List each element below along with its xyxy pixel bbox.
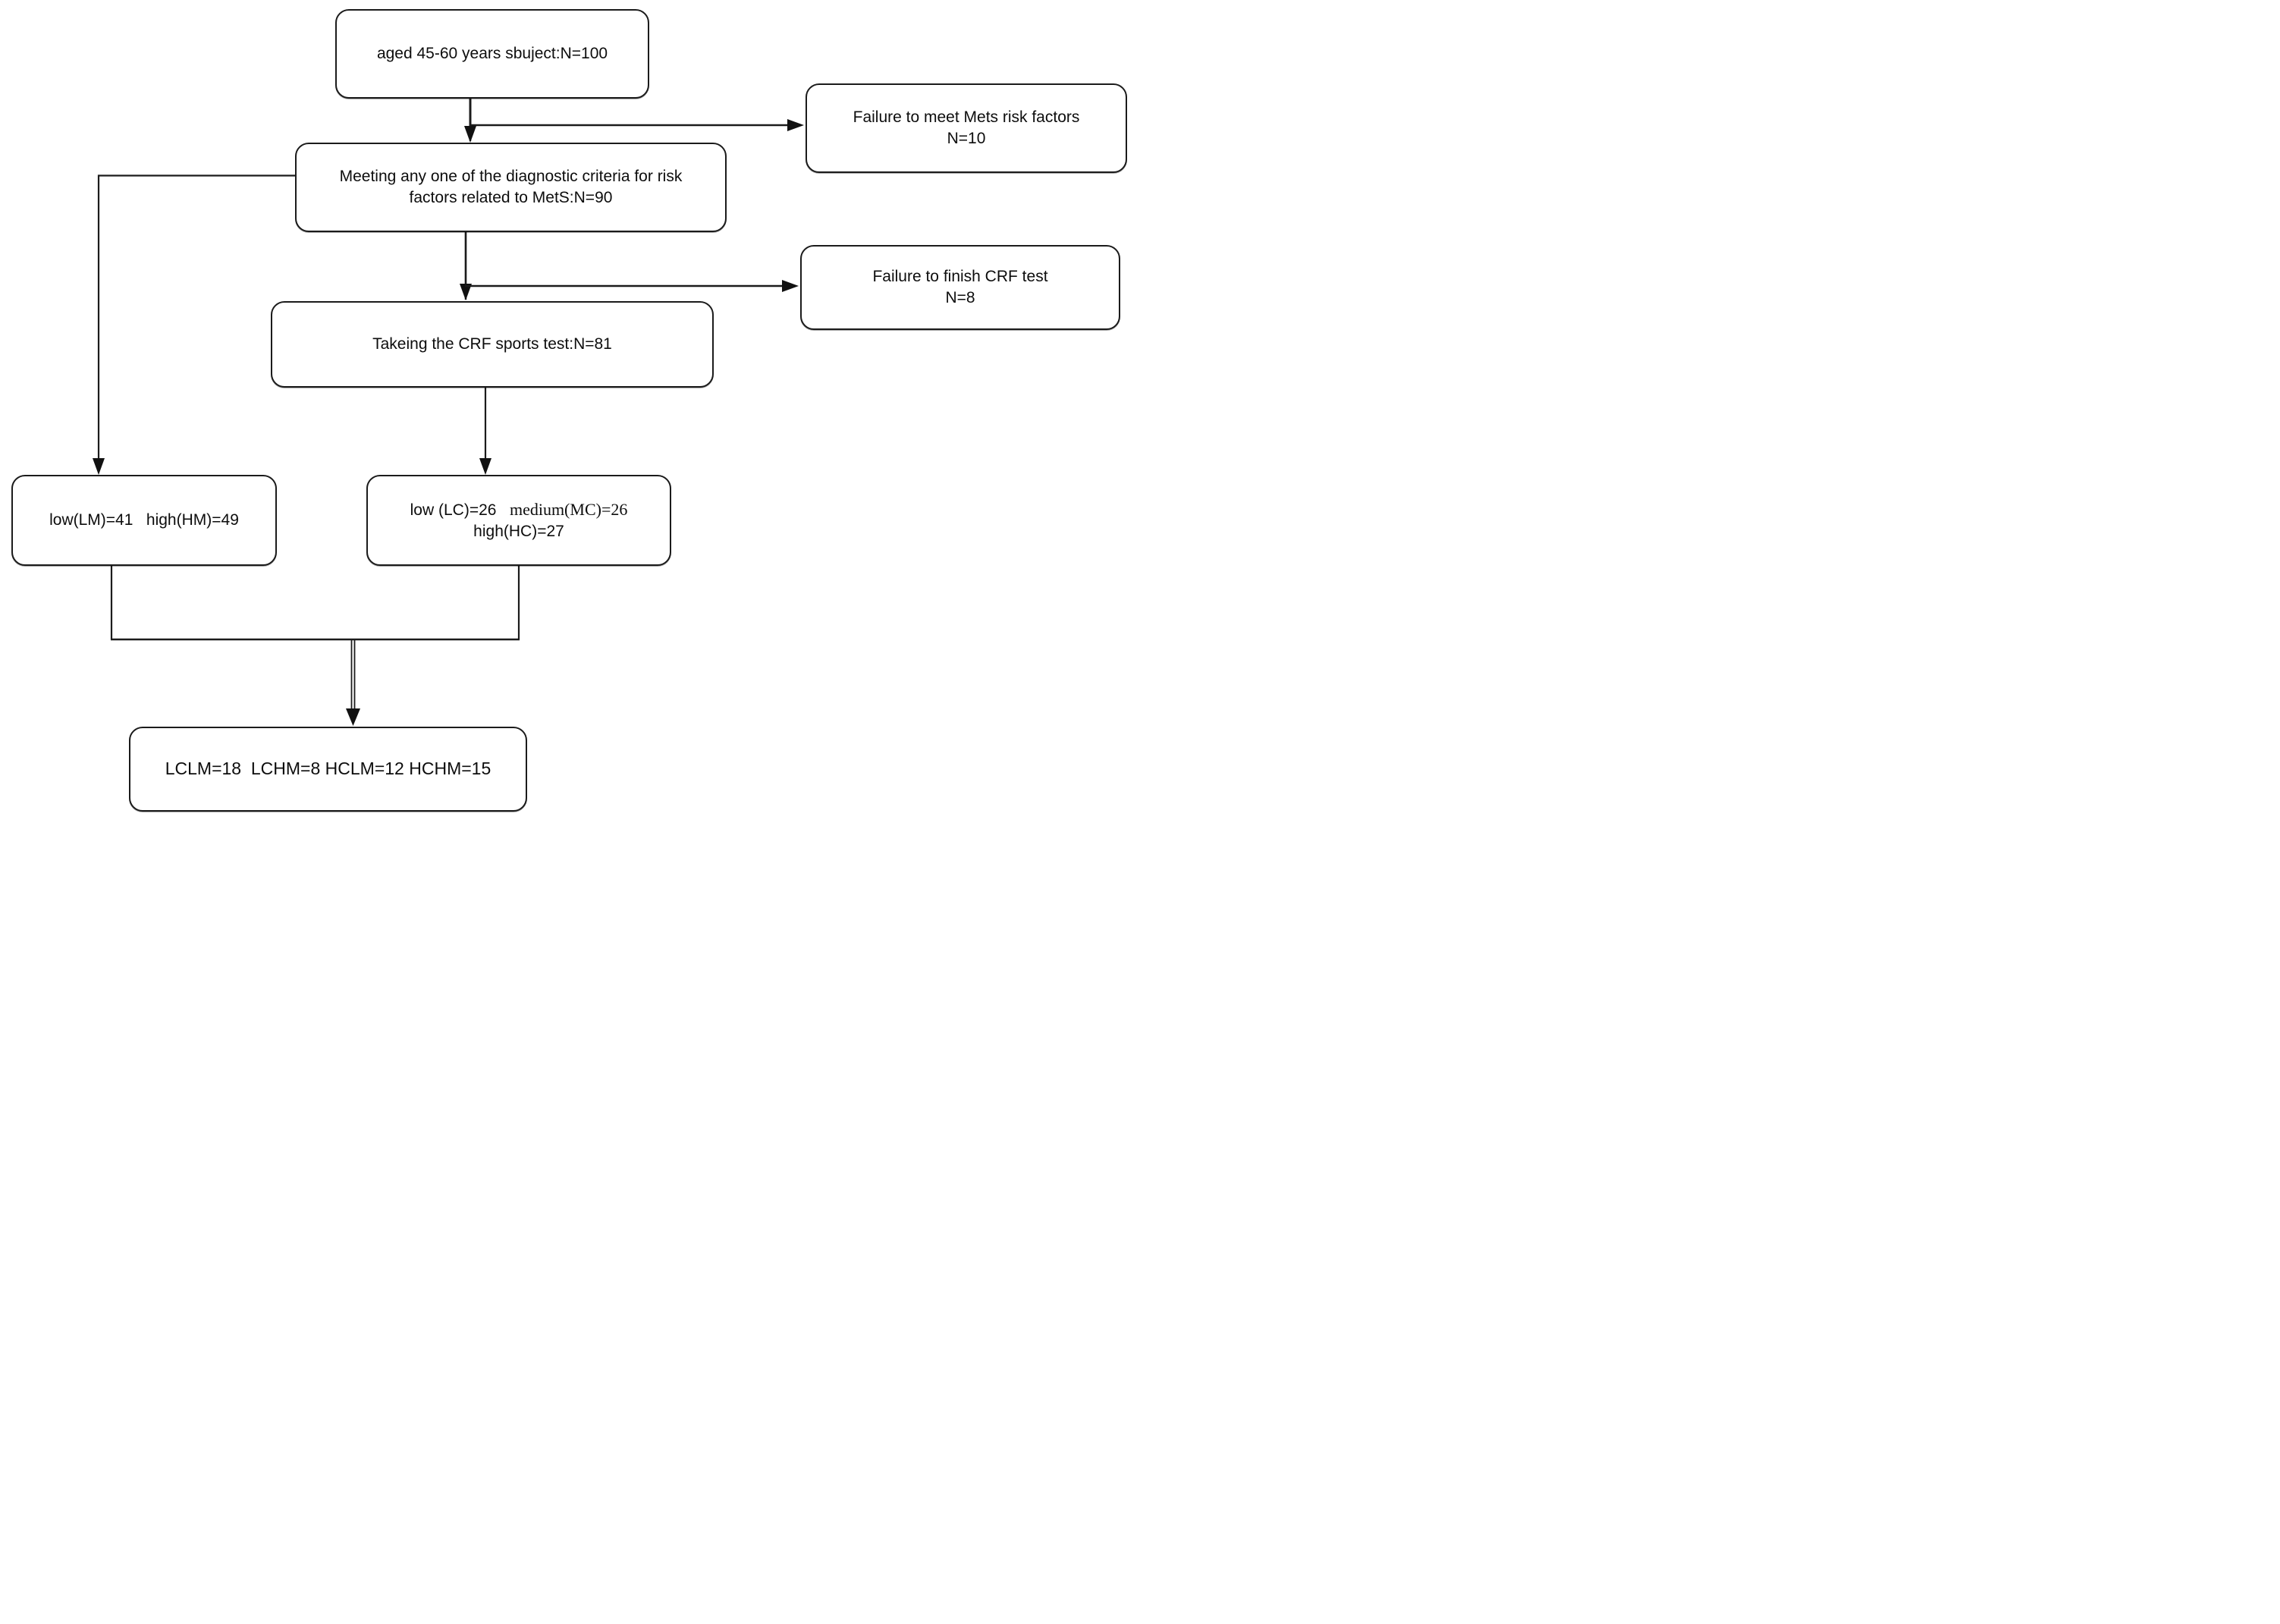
flow-node-final-groups-label: LCLM=18 LCHM=8 HCLM=12 HCHM=15 xyxy=(165,759,491,779)
lc-value: low (LC)=26 xyxy=(410,501,510,519)
connector-layer xyxy=(93,99,804,726)
flow-node-subjects: aged 45-60 years sbuject:N=100 xyxy=(335,9,649,99)
flow-node-failure-crf-line1: Failure to finish CRF test xyxy=(872,267,1048,285)
arrowhead-down-icon xyxy=(464,126,476,143)
connector-mets-to-fail-crf xyxy=(465,280,799,292)
connector-crf-to-lc-mc xyxy=(479,388,491,475)
flow-node-failure-mets: Failure to meet Mets risk factors N=10 xyxy=(806,83,1127,173)
arrowhead-down-icon xyxy=(479,458,491,475)
flow-node-failure-mets-line1: Failure to meet Mets risk factors xyxy=(853,108,1080,126)
flow-node-subjects-label: aged 45-60 years sbuject:N=100 xyxy=(376,44,608,62)
arrowhead-down-icon xyxy=(346,708,360,726)
flow-node-failure-crf: Failure to finish CRF test N=8 xyxy=(800,245,1120,330)
flow-node-lc-mc-hc-groups: low (LC)=26 medium(MC)=26 high(HC)=27 xyxy=(366,475,671,566)
arrowhead-down-icon xyxy=(93,458,105,475)
connector-subjects-to-fail-mets xyxy=(470,119,804,131)
flow-node-lm-hm-groups-label: low(LM)=41 high(HM)=49 xyxy=(49,510,239,529)
flowchart-canvas: aged 45-60 years sbuject:N=100 Meeting a… xyxy=(0,0,1140,812)
connector-mets-to-crf xyxy=(460,232,472,300)
flow-node-lm-hm-groups: low(LM)=41 high(HM)=49 xyxy=(11,475,277,566)
flow-node-mets-criteria-line1: Meeting any one of the diagnostic criter… xyxy=(339,167,683,185)
arrowhead-right-icon xyxy=(782,280,799,292)
flow-node-lc-mc-hc-groups-line2: high(HC)=27 xyxy=(473,523,564,540)
flow-node-failure-crf-line2: N=8 xyxy=(945,289,975,306)
connector-subjects-to-mets xyxy=(464,99,476,143)
flow-node-lc-mc-hc-groups-line1: low (LC)=26 medium(MC)=26 xyxy=(410,498,628,521)
arrowhead-down-icon xyxy=(460,284,472,300)
flow-node-failure-mets-line2: N=10 xyxy=(947,130,986,147)
mc-value: medium(MC)=26 xyxy=(509,499,628,519)
connector-mets-to-lm-hm xyxy=(93,174,295,475)
connector-merge-to-final xyxy=(110,566,520,726)
flow-node-crf-test: Takeing the CRF sports test:N=81 xyxy=(271,301,714,388)
arrowhead-right-icon xyxy=(787,119,804,131)
flow-node-final-groups: LCLM=18 LCHM=8 HCLM=12 HCHM=15 xyxy=(129,727,527,812)
flow-node-mets-criteria: Meeting any one of the diagnostic criter… xyxy=(295,143,727,232)
flow-node-crf-test-label: Takeing the CRF sports test:N=81 xyxy=(372,335,612,353)
flow-node-mets-criteria-line2: factors related to MetS:N=90 xyxy=(409,189,613,206)
